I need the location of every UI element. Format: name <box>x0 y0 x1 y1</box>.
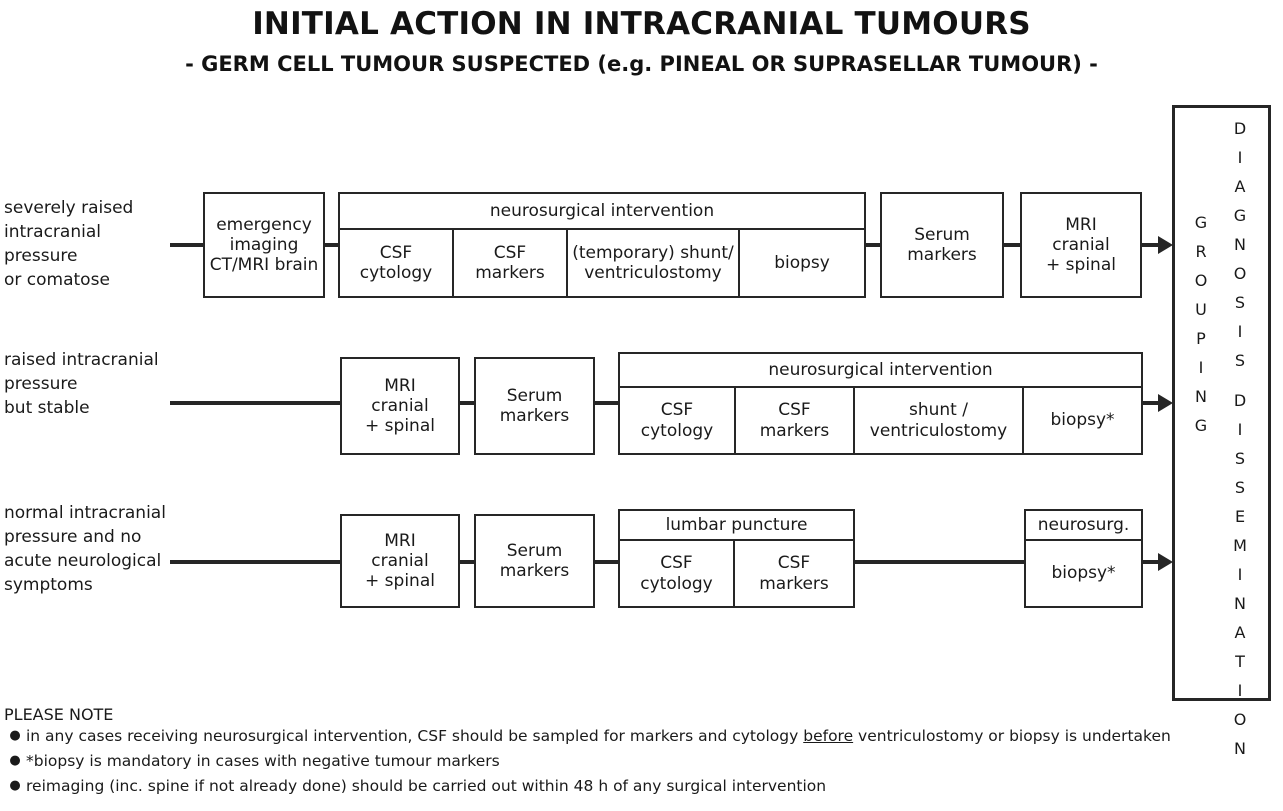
row1-cell-csf-cytology[interactable]: CSF cytology <box>340 230 454 296</box>
note-item-2: ● *biopsy is mandatory in cases with neg… <box>4 751 1279 771</box>
row3-cell-csf-cytology[interactable]: CSF cytology <box>620 541 735 606</box>
connector-row2-b <box>593 401 620 405</box>
condition-label-row-3: normal intracranial pressure and no acut… <box>4 503 166 596</box>
row1-cell-biopsy[interactable]: biopsy <box>774 252 830 273</box>
row3-neurosurg-group: neurosurg. biopsy* <box>1024 509 1143 608</box>
connector-row3-b <box>593 560 620 564</box>
row2-serum-markers-box[interactable]: Serum markers <box>474 357 595 455</box>
arrow-row3-to-grouping <box>1158 553 1173 571</box>
row1-cell-csf-markers[interactable]: CSF markers <box>454 230 568 296</box>
condition-label-row-2: raised intracranial pressure but stable <box>4 350 159 419</box>
bullet-icon: ● <box>9 728 21 743</box>
row3-neurosurg-header: neurosurg. <box>1026 511 1141 541</box>
row2-cell-csf-cytology[interactable]: CSF cytology <box>620 388 736 453</box>
row3-lumbar-puncture-group: lumbar puncture CSF cytology CSF markers <box>618 509 855 608</box>
bullet-icon: ● <box>9 752 21 768</box>
row3-cell-csf-markers[interactable]: CSF markers <box>759 553 829 594</box>
row2-mri-box[interactable]: MRI cranial + spinal <box>340 357 460 455</box>
row1-cell-shunt-ventriculostomy[interactable]: (temporary) shunt/ ventriculostomy <box>568 230 740 296</box>
note-1-underline: before <box>803 727 854 745</box>
connector-row1-a <box>324 243 340 247</box>
note-text-1: in any cases receiving neurosurgical int… <box>26 727 1279 746</box>
row2-cell-csf-markers[interactable]: CSF markers <box>736 388 855 453</box>
connector-row3-d <box>1141 560 1162 564</box>
connector-row1-d <box>1140 243 1162 247</box>
notes-heading: PLEASE NOTE <box>4 705 114 724</box>
note-item-3: ● reimaging (inc. spine if not already d… <box>4 776 1279 796</box>
row2-cell-shunt-ventriculostomy[interactable]: shunt / ventriculostomy <box>855 388 1024 453</box>
connector-row3-a <box>458 560 476 564</box>
connector-row3-c <box>853 560 1026 564</box>
row3-cell-biopsy[interactable]: biopsy* <box>1051 563 1116 584</box>
arrow-row2-to-grouping <box>1158 394 1173 412</box>
row1-neurosurgical-group: neurosurgical intervention CSF cytology … <box>338 192 866 298</box>
note-text-3: reimaging (inc. spine if not already don… <box>26 776 827 795</box>
connector-row1-entry <box>170 243 206 247</box>
note-1-before: in any cases receiving neurosurgical int… <box>26 727 804 745</box>
condition-label-row-1: severely raised intracranial pressure or… <box>4 198 134 291</box>
row2-group-header: neurosurgical intervention <box>620 354 1141 388</box>
row2-cell-biopsy[interactable]: biopsy* <box>1050 410 1115 431</box>
connector-row2-entry <box>170 401 342 405</box>
note-item-1: ● in any cases receiving neurosurgical i… <box>4 727 1279 746</box>
row3-mri-box[interactable]: MRI cranial + spinal <box>340 514 460 608</box>
connector-row2-a <box>458 401 476 405</box>
row1-group-header: neurosurgical intervention <box>340 194 864 230</box>
row2-neurosurgical-group: neurosurgical intervention CSF cytology … <box>618 352 1143 455</box>
page-subtitle: - GERM CELL TUMOUR SUSPECTED (e.g. PINEA… <box>185 52 1098 76</box>
connector-row2-c <box>1141 401 1162 405</box>
note-text-2: *biopsy is mandatory in cases with negat… <box>26 751 500 770</box>
connector-row3-entry <box>170 560 342 564</box>
notes-section: PLEASE NOTE ● in any cases receiving neu… <box>4 705 1279 802</box>
bullet-icon: ● <box>9 777 21 793</box>
page-title: INITIAL ACTION IN INTRACRANIAL TUMOURS <box>252 6 1031 42</box>
row3-group-header: lumbar puncture <box>620 511 853 541</box>
arrow-row1-to-grouping <box>1158 236 1173 254</box>
connector-row1-b <box>864 243 882 247</box>
note-1-after: ventriculostomy or biopsy is undertaken <box>853 727 1171 745</box>
row1-mri-box[interactable]: MRI cranial + spinal <box>1020 192 1142 298</box>
row1-emergency-imaging-box[interactable]: emergency imaging CT/MRI brain <box>203 192 325 298</box>
row1-serum-markers-box[interactable]: Serum markers <box>880 192 1004 298</box>
row3-serum-markers-box[interactable]: Serum markers <box>474 514 595 608</box>
connector-row1-c <box>1002 243 1022 247</box>
